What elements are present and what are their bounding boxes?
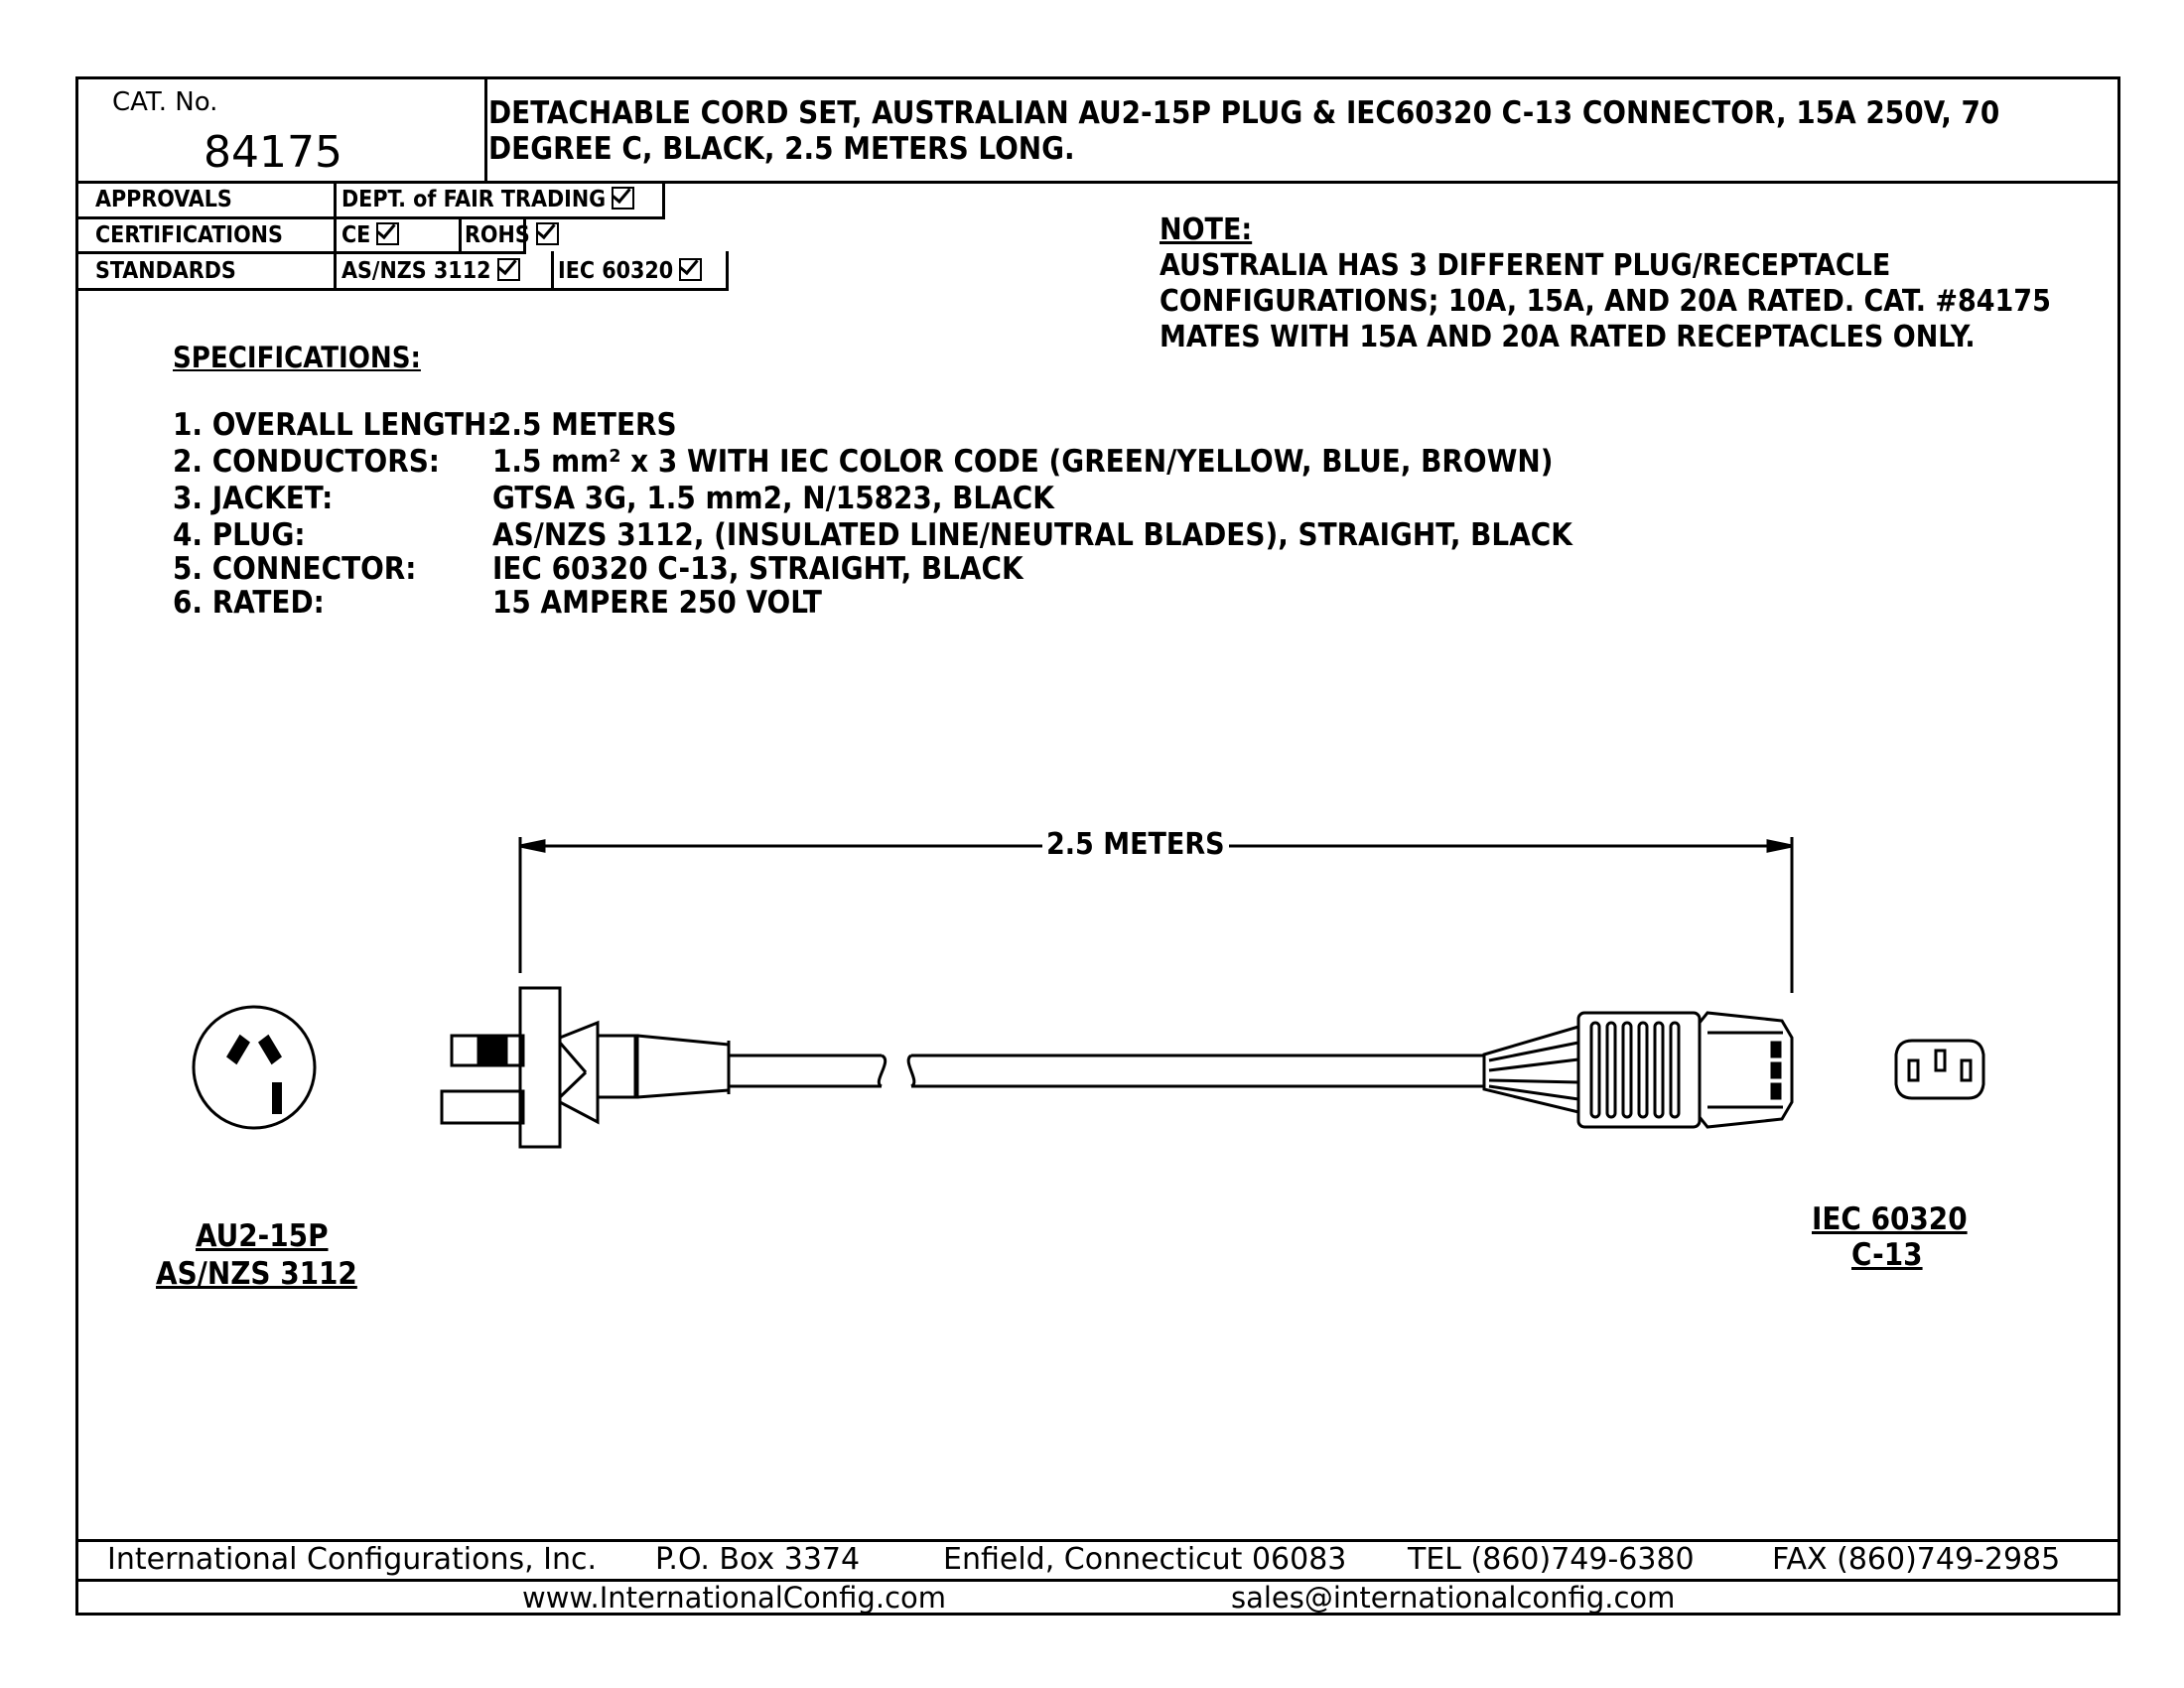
footer-po-box: P.O. Box 3374 (655, 1542, 861, 1577)
connector-head (1698, 1011, 1794, 1129)
approvals-value-text: DEPT. of FAIR TRADING (341, 187, 607, 212)
footer-email[interactable]: sales@internationalconfig.com (1231, 1581, 1676, 1615)
checkbox-checked-icon (535, 222, 559, 245)
specifications-title: SPECIFICATIONS: (173, 341, 421, 374)
footer-website[interactable]: www.InternationalConfig.com (522, 1581, 946, 1615)
footer-tel: TEL (860)749-6380 (1408, 1542, 1695, 1577)
note-line: MATES WITH 15A AND 20A RATED RECEPTACLES… (1160, 320, 1976, 354)
spec-value: IEC 60320 C-13, STRAIGHT, BLACK (492, 551, 1024, 587)
table-line (75, 251, 526, 254)
plug-body (518, 986, 562, 1149)
dimension-label: 2.5 METERS (1042, 827, 1229, 862)
connector-contact (1770, 1061, 1782, 1079)
checkbox-checked-icon (679, 258, 703, 281)
connector-face-slot (1907, 1058, 1920, 1082)
plug-label-model: AU2-15P (196, 1218, 329, 1254)
dimension-arrow-left (519, 839, 546, 853)
spec-label: 2. CONDUCTORS: (173, 444, 440, 480)
cert-ce-text: CE (341, 222, 371, 248)
spec-value: AS/NZS 3112, (INSULATED LINE/NEUTRAL BLA… (492, 517, 1572, 553)
note-title: NOTE: (1160, 212, 1253, 247)
plug-blade-right (258, 1034, 282, 1065)
checkbox-checked-icon (496, 258, 520, 281)
part-description: DETACHABLE CORD SET, AUSTRALIAN AU2-15P … (488, 95, 2000, 167)
plug-face-icon (192, 1005, 317, 1130)
spec-value: 1.5 mm² x 3 WITH IEC COLOR CODE (GREEN/Y… (492, 444, 1554, 480)
cable-break-right (906, 1054, 916, 1088)
connector-contact (1770, 1082, 1782, 1100)
table-line (75, 288, 729, 291)
table-line (662, 181, 665, 218)
plug-blade-earth (272, 1082, 282, 1114)
footer-company: International Configurations, Inc. (107, 1542, 598, 1577)
cert-ce: CE (341, 222, 400, 248)
connector-face-slot (1934, 1049, 1947, 1072)
spec-label: 6. RATED: (173, 585, 325, 621)
spec-label: 1. OVERALL LENGTH: (173, 407, 498, 443)
connector-label-type: C-13 (1851, 1237, 1923, 1273)
header-bottom-line (75, 181, 2120, 184)
table-line (551, 251, 554, 290)
std-asnzs: AS/NZS 3112 (341, 258, 520, 284)
spec-value: 2.5 METERS (492, 407, 677, 443)
connector-contact (1770, 1041, 1782, 1058)
spec-label: 4. PLUG: (173, 517, 306, 553)
spec-value: 15 AMPERE 250 VOLT (492, 585, 822, 621)
plug-boot (558, 1020, 600, 1125)
cat-label: CAT. No. (112, 87, 218, 117)
spec-value: GTSA 3G, 1.5 mm2, N/15823, BLACK (492, 481, 1054, 516)
connector-label-standard: IEC 60320 (1812, 1201, 1968, 1237)
std-asnzs-text: AS/NZS 3112 (341, 258, 491, 284)
certifications-label: CERTIFICATIONS (95, 222, 283, 248)
table-line (334, 181, 337, 290)
plug-strain-relief (596, 1034, 639, 1099)
note-line: AUSTRALIA HAS 3 DIFFERENT PLUG/RECEPTACL… (1160, 248, 1891, 283)
checkbox-checked-icon (376, 222, 400, 245)
plug-blade-left (226, 1034, 250, 1065)
spec-label: 3. JACKET: (173, 481, 334, 516)
approvals-label: APPROVALS (95, 187, 232, 212)
table-line (75, 216, 665, 219)
checkbox-checked-icon (612, 187, 635, 210)
note-line: CONFIGURATIONS; 10A, 15A, AND 20A RATED.… (1160, 284, 2051, 319)
approvals-value: DEPT. of FAIR TRADING (341, 187, 635, 212)
plug-pin-insulation (477, 1034, 508, 1067)
connector-face-slot (1960, 1058, 1973, 1082)
cert-rohs: ROHS (465, 222, 559, 248)
table-line (523, 216, 526, 254)
footer-mid-line (75, 1579, 2120, 1582)
table-line (459, 216, 462, 254)
plug-pin-bottom (440, 1089, 525, 1125)
std-iec-text: IEC 60320 (558, 258, 674, 284)
std-iec: IEC 60320 (558, 258, 703, 284)
cat-number: 84175 (204, 127, 342, 178)
standards-label: STANDARDS (95, 258, 236, 284)
footer-city: Enfield, Connecticut 06083 (943, 1542, 1347, 1577)
plug-label-standard: AS/NZS 3112 (156, 1256, 357, 1292)
header-divider (484, 76, 487, 181)
note-block: NOTE: AUSTRALIA HAS 3 DIFFERENT PLUG/REC… (1160, 212, 2051, 355)
cable-break-left (877, 1054, 887, 1088)
spec-label: 5. CONNECTOR: (173, 551, 417, 587)
footer-fax: FAX (860)749-2985 (1772, 1542, 2061, 1577)
connector-face-icon (1894, 1039, 1985, 1100)
footer-top-line (75, 1539, 2120, 1542)
drawing-border (75, 76, 2120, 1616)
dimension-arrow-right (1766, 839, 1793, 853)
table-line (726, 251, 729, 290)
cert-rohs-text: ROHS (465, 222, 530, 248)
